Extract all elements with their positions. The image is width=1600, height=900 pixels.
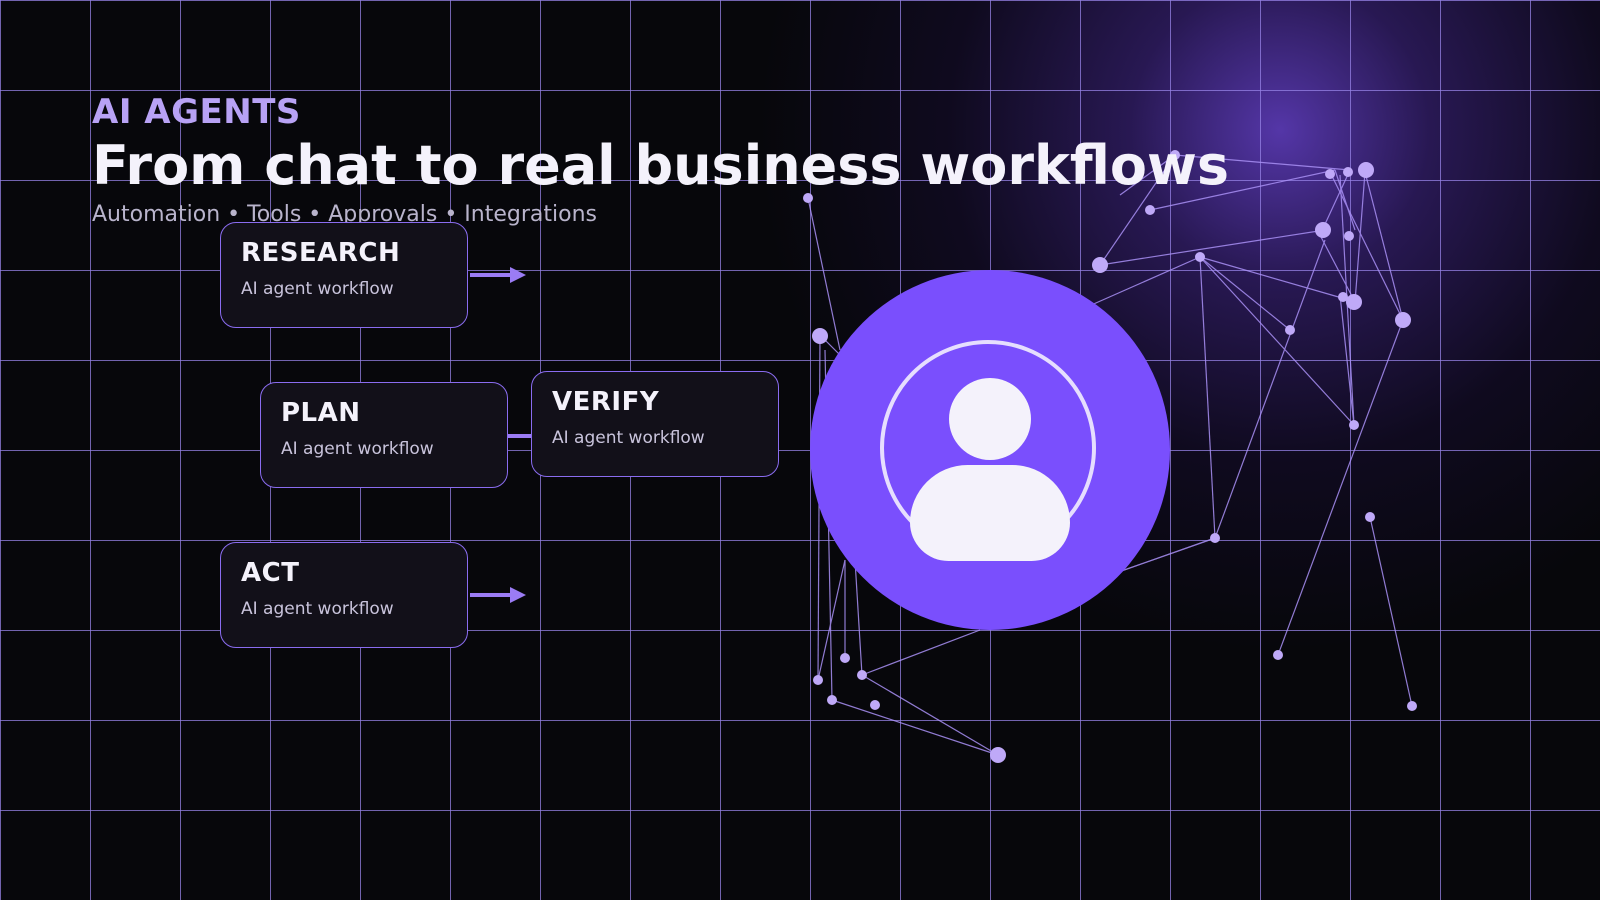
card-title: RESEARCH [241,238,401,268]
card-title: ACT [241,558,300,588]
plan-verify-connector [508,434,534,438]
header: AI AGENTS From chat to real business wor… [92,92,1229,230]
card-plan[interactable]: PLAN AI agent workflow [260,382,508,488]
card-subtitle: AI agent workflow [241,599,394,619]
eyebrow-label: AI AGENTS [92,92,301,132]
card-verify[interactable]: VERIFY AI agent workflow [531,371,779,477]
page-title: From chat to real business workflows [92,134,1230,197]
user-icon [949,378,1031,460]
user-icon-body [910,465,1070,561]
card-research[interactable]: RESEARCH AI agent workflow [220,222,468,328]
card-act[interactable]: ACT AI agent workflow [220,542,468,648]
research-arrow [470,267,526,283]
act-arrow [470,587,526,603]
card-title: PLAN [281,398,361,428]
card-title: VERIFY [552,387,660,417]
card-subtitle: AI agent workflow [241,279,394,299]
card-subtitle: AI agent workflow [281,439,434,459]
card-subtitle: AI agent workflow [552,428,705,448]
